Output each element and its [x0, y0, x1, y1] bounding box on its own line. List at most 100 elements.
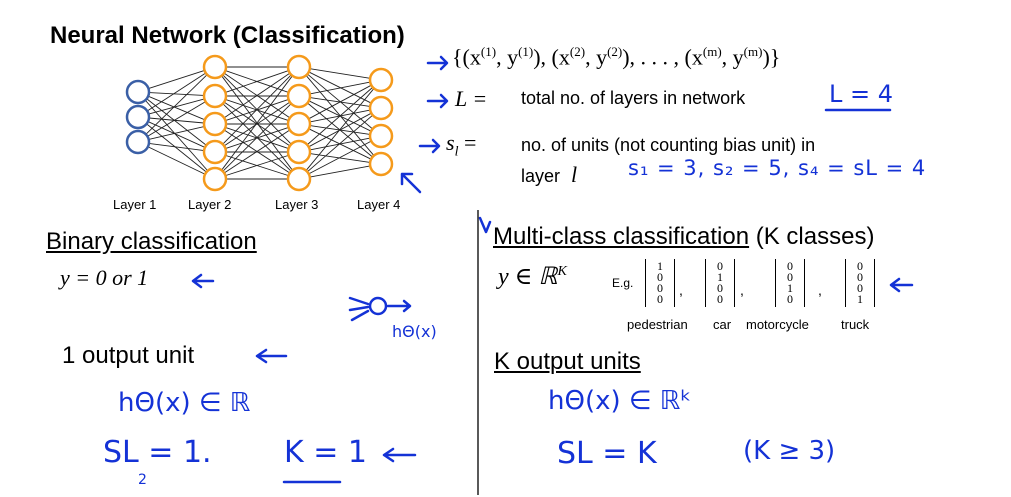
dataset-sup: (2) [569, 44, 586, 59]
sl-layer-word: layer [521, 166, 561, 186]
hidden-node [286, 54, 312, 80]
multiclass-output-units: K output units [494, 348, 641, 375]
vector-entry: 0 [787, 270, 793, 284]
network-edge [147, 121, 206, 148]
layer-label: Layer 2 [188, 197, 232, 212]
network-edge [148, 142, 205, 152]
network-edge [223, 101, 291, 147]
dataset-part: ), . . . , (x [622, 44, 703, 70]
hand-sl-sub: 2 [138, 472, 147, 488]
hidden-node [286, 139, 312, 165]
vector-label-motorcycle: motorcycle [746, 317, 809, 332]
dataset-open: {(x [452, 44, 481, 70]
dataset-part: ), (x [533, 44, 570, 70]
sl-definition-line1: no. of units (not counting bias unit) in [521, 135, 816, 155]
network-edge [148, 117, 205, 124]
vector-entry: 0 [657, 292, 663, 306]
binary-heading: Binary classification [46, 228, 257, 255]
multiclass-formula: y ∈ ℝK [498, 262, 567, 291]
hidden-node [286, 166, 312, 192]
vector-entry: 0 [717, 259, 723, 273]
hidden-node [202, 54, 228, 80]
arrow-mark [418, 138, 441, 154]
network-edge [147, 101, 206, 137]
vector-entry: 0 [857, 281, 863, 295]
arrow-mark [426, 55, 449, 71]
binary-formula: y = 0 or 1 [60, 265, 149, 290]
hidden-node [202, 111, 228, 137]
multiclass-formula-sup: K [557, 264, 567, 279]
output-node [368, 123, 394, 149]
sketch-output-neuron [348, 296, 370, 322]
binary-output-units: 1 output unit [62, 342, 195, 369]
hand-L-value: L = 4 [829, 80, 894, 108]
output-node [368, 95, 394, 121]
hidden-node [202, 139, 228, 165]
vector-entry: 0 [657, 281, 663, 295]
arrow-mark [255, 348, 288, 364]
arrow-mark [426, 93, 449, 109]
divider-tick [478, 216, 492, 234]
network-edge [309, 68, 371, 79]
L-definition: total no. of layers in network [521, 88, 746, 108]
network-edge [225, 154, 289, 177]
hidden-node [202, 166, 228, 192]
network-edge [309, 165, 371, 178]
vector-commas: , [818, 282, 822, 298]
hand-s-values: s₁ = 3, s₂ = 5, s₄ = sL = 4 [628, 156, 927, 180]
layer-label: Layer 1 [113, 197, 157, 212]
arrow-mark [386, 299, 412, 313]
network-edge [148, 98, 205, 115]
sl-eq: = [458, 130, 477, 155]
network-edge [309, 81, 371, 95]
vector-commas: , [679, 282, 683, 298]
network-edge [148, 69, 205, 90]
dataset-part: , y [496, 44, 519, 70]
sl-sub: l [454, 144, 459, 160]
network-edge [146, 123, 207, 173]
sl-layer-var: l [571, 162, 578, 187]
sl-definition-line2: layer l [521, 162, 577, 188]
vector-entry: 0 [787, 292, 793, 306]
network-edge [221, 75, 293, 171]
layer-label: Layer 4 [357, 197, 401, 212]
dataset-part: , y [585, 44, 608, 70]
input-node [125, 104, 151, 130]
network-edge [146, 72, 207, 112]
network-edge [307, 114, 373, 173]
vector-entry: 1 [857, 292, 863, 306]
network-edge [147, 146, 206, 175]
network-edge [148, 126, 205, 140]
network-edge [146, 98, 207, 146]
arrow-mark [889, 277, 914, 293]
page-title: Neural Network (Classification) [50, 22, 405, 49]
hand-h-binary: hΘ(x) [392, 322, 437, 341]
vector-entry: 1 [717, 270, 723, 284]
network-edge [222, 103, 292, 172]
sl-letter: s [446, 130, 455, 155]
dataset-formula: {(x(1), y(1)), (x(2), y(2)), . . . , (x(… [452, 44, 780, 70]
L-symbol: L = [455, 86, 488, 111]
vector-entry: 0 [717, 281, 723, 295]
eg-label: E.g. [612, 276, 634, 290]
multiclass-heading-main: Multi-class classification [493, 223, 750, 250]
multiclass-heading-suffix: (K classes) [749, 223, 875, 250]
dataset-sup: (1) [518, 44, 534, 59]
vector-entry: 0 [857, 270, 863, 284]
dataset-sup: (1) [480, 44, 497, 59]
arrow-mark [191, 273, 215, 289]
hidden-node [286, 83, 312, 109]
vector-entry: 0 [717, 292, 723, 306]
hidden-node [286, 111, 312, 137]
arrow-mark [400, 172, 422, 194]
network-edge [305, 88, 375, 171]
network-edge [222, 74, 292, 145]
vector-entry: 0 [787, 259, 793, 273]
vector-entry: 1 [787, 281, 793, 295]
dataset-close: )} [762, 44, 781, 70]
output-node [368, 151, 394, 177]
multiclass-heading: Multi-class classification (K classes) [493, 223, 874, 251]
